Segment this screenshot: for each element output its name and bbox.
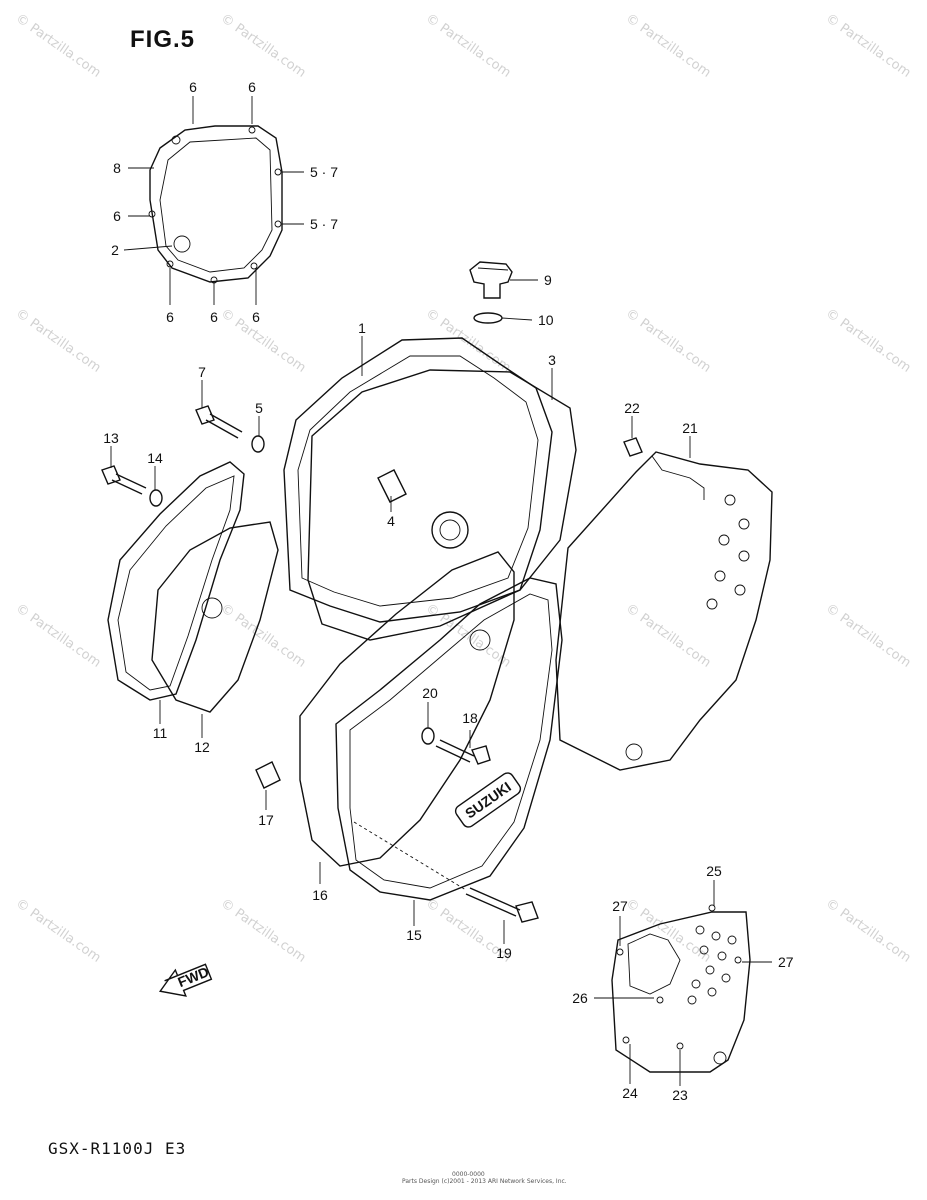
- callout-6: 6: [166, 309, 174, 325]
- callout-5-7: 5 · 7: [310, 216, 338, 232]
- callout-6: 6: [113, 208, 121, 224]
- callout-15: 15: [406, 927, 422, 943]
- callout-6: 6: [252, 309, 260, 325]
- watermark-text: © Partzilla.com: [623, 896, 714, 966]
- watermark-text: © Partzilla.com: [623, 11, 714, 81]
- dowel-pin-17: [255, 761, 281, 789]
- clutch-cover-gasket: [307, 369, 577, 641]
- callout-21: 21: [682, 420, 698, 436]
- callout-2: 2: [111, 242, 119, 258]
- callout-1: 1: [358, 320, 366, 336]
- callout-10: 10: [538, 312, 554, 328]
- starter-cover-detail: [611, 904, 751, 1073]
- bolt-19: [465, 887, 539, 923]
- watermark-text: © Partzilla.com: [218, 601, 309, 671]
- callout-19: 19: [496, 945, 512, 961]
- callout-5-7: 5 · 7: [310, 164, 338, 180]
- callout-labels: 6 6 8 5 · 7 6 5 · 7 2 6 6 6 9 10 1 3 7 5…: [103, 79, 794, 1103]
- magneto-cover-gasket: [299, 551, 515, 867]
- watermark-text: © Partzilla.com: [13, 896, 104, 966]
- callout-17: 17: [258, 812, 274, 828]
- suzuki-emblem: SUZUKI: [454, 772, 522, 828]
- callout-6: 6: [189, 79, 197, 95]
- callout-25: 25: [706, 863, 722, 879]
- callout-22: 22: [624, 400, 640, 416]
- callout-5: 5: [255, 400, 263, 416]
- watermark-text: © Partzilla.com: [13, 11, 104, 81]
- watermark-text: © Partzilla.com: [423, 11, 514, 81]
- o-ring: [473, 312, 503, 324]
- bolt-13: [101, 465, 147, 495]
- signal-generator-gasket: [151, 521, 279, 713]
- watermark-text: © Partzilla.com: [13, 601, 104, 671]
- callout-27: 27: [612, 898, 628, 914]
- leader-lines: [110, 96, 772, 1086]
- watermark-text: © Partzilla.com: [623, 306, 714, 376]
- footer-credit: Parts Design (c)2001 - 2013 ARI Network …: [402, 1178, 567, 1185]
- forward-arrow: FWD: [158, 963, 213, 997]
- signal-generator-cover: [107, 461, 245, 701]
- gasket-clutch-cover: [148, 125, 283, 284]
- oil-filler-cap: [469, 261, 513, 299]
- watermark-text: © Partzilla.com: [623, 601, 714, 671]
- watermark-text: © Partzilla.com: [823, 306, 914, 376]
- callout-18: 18: [462, 710, 478, 726]
- callout-6: 6: [248, 79, 256, 95]
- bolt-18: [435, 739, 491, 765]
- callout-16: 16: [312, 887, 328, 903]
- watermark-text: © Partzilla.com: [218, 11, 309, 81]
- washer-5: [251, 435, 265, 453]
- watermark-text: © Partzilla.com: [13, 306, 104, 376]
- watermark-text: © Partzilla.com: [823, 896, 914, 966]
- callout-11: 11: [153, 725, 168, 741]
- callout-24: 24: [622, 1085, 638, 1101]
- callout-20: 20: [422, 685, 438, 701]
- watermark-text: © Partzilla.com: [218, 896, 309, 966]
- watermark-text: © Partzilla.com: [218, 306, 309, 376]
- dowel-pin: [377, 469, 407, 503]
- model-code: GSX-R1100J E3: [48, 1139, 187, 1158]
- callout-4: 4: [387, 513, 395, 529]
- callout-26: 26: [572, 990, 588, 1006]
- figure-title: FIG.5: [130, 26, 196, 53]
- starter-clutch-cover: [555, 451, 773, 771]
- watermark-text: © Partzilla.com: [423, 306, 514, 376]
- callout-13: 13: [103, 430, 119, 446]
- watermark-text: © Partzilla.com: [823, 11, 914, 81]
- assembly-line: [353, 821, 467, 891]
- callout-6: 6: [210, 309, 218, 325]
- callout-7: 7: [198, 364, 206, 380]
- clutch-cover: [283, 337, 553, 623]
- callout-27: 27: [778, 954, 794, 970]
- washer-14: [149, 489, 163, 507]
- watermark-text: © Partzilla.com: [823, 601, 914, 671]
- bolt-7: [195, 405, 243, 439]
- callout-9: 9: [544, 272, 552, 288]
- callout-3: 3: [548, 352, 556, 368]
- dowel-pin-22: [623, 437, 643, 457]
- footer-code: 0000-0000: [452, 1171, 485, 1178]
- callout-14: 14: [147, 450, 163, 466]
- washer-20: [421, 727, 435, 745]
- callout-23: 23: [672, 1087, 688, 1103]
- callout-8: 8: [113, 160, 121, 176]
- callout-12: 12: [194, 739, 210, 755]
